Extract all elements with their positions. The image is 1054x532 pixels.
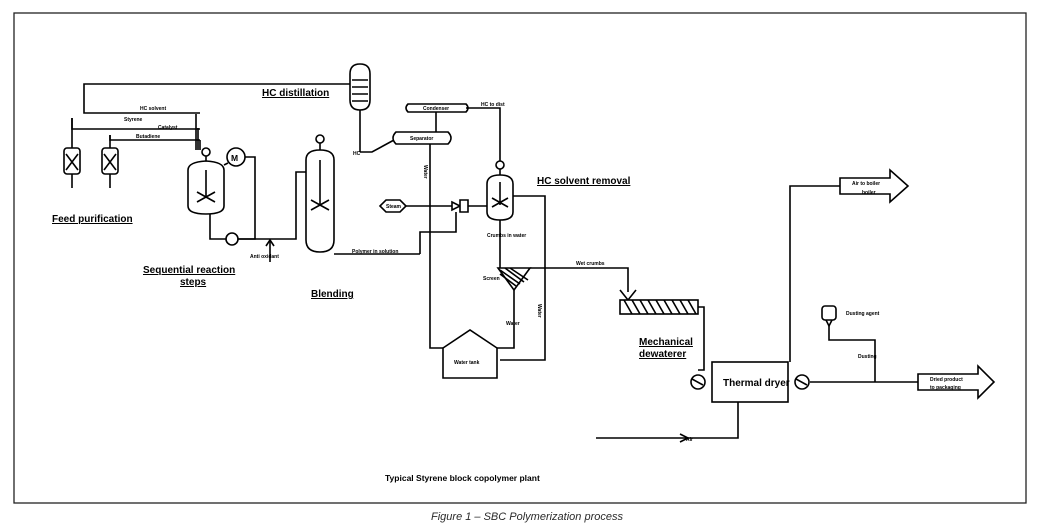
reactor-section: M Anti oxidant Sequential reaction steps: [143, 147, 306, 288]
label-dusting: Dusting: [858, 354, 877, 360]
thermal-dryer: [711, 361, 789, 403]
label-catalyst: Catalyst: [158, 125, 178, 131]
label-water-screen: Water: [506, 321, 520, 327]
label-condenser: Condenser: [423, 106, 449, 112]
label-hc-solvent: HC solvent: [140, 106, 166, 112]
hc-distillation-section: HC HC distillation Condenser HC to dist …: [262, 63, 505, 349]
label-to-packaging: to packaging: [930, 385, 961, 391]
label-hc: HC: [353, 151, 361, 157]
label-blending: Blending: [311, 289, 354, 300]
dusting-agent-hopper: [821, 305, 837, 321]
steam-mixer: [451, 200, 462, 212]
label-separator: Separator: [410, 136, 433, 142]
diagram-title: Typical Styrene block copolymer plant: [385, 473, 540, 483]
hc-solvent-removal-section: Steam HC solvent removal Crumbs in water…: [378, 160, 631, 361]
label-crumbs-in-water: Crumbs in water: [487, 233, 526, 239]
mechanical-dewaterer-section: Mechanical dewaterer: [619, 289, 705, 371]
label-water-tank: Water tank: [454, 360, 480, 366]
label-wet-crumbs: Wet crumbs: [576, 261, 605, 267]
label-dewaterer: dewaterer: [639, 349, 686, 360]
water-tank-section: Water tank: [442, 329, 498, 379]
label-sequential-reaction: Sequential reaction: [143, 265, 235, 276]
feed-purifier-2: [101, 135, 119, 188]
feed-purification-section: HC solvent Styrene Catalyst Butadiene Fe…: [52, 83, 360, 225]
label-styrene: Styrene: [124, 117, 143, 123]
label-water-right: Water: [536, 304, 542, 318]
label-thermal-dryer: Thermal dryer: [723, 378, 790, 389]
label-air: Air: [686, 437, 693, 443]
label-hc-solvent-removal: HC solvent removal: [537, 176, 631, 187]
feed-purifier-1: [63, 118, 81, 188]
label-steps: steps: [180, 277, 207, 288]
thermal-dryer-section: Thermal dryer Air to boiler boiler Air D…: [596, 168, 996, 443]
label-hc-to-dist: HC to dist: [481, 102, 505, 108]
label-dried-product: Dried product: [930, 377, 963, 383]
label-mechanical: Mechanical: [639, 337, 693, 348]
label-hc-distillation: HC distillation: [262, 88, 329, 99]
svg-text:M: M: [231, 153, 238, 163]
air-to-boiler-arrow: [839, 168, 910, 204]
label-feed-purification: Feed purification: [52, 214, 133, 225]
pump-icon: [225, 232, 239, 246]
condenser: [405, 103, 469, 113]
label-water-column: Water: [422, 165, 428, 179]
blending-section: Blending Polymer in solution: [305, 134, 420, 300]
figure-caption: Figure 1 – SBC Polymerization process: [431, 511, 623, 523]
label-air-to-boiler: Air to boiler: [852, 181, 880, 187]
separator: [392, 131, 452, 145]
label-boiler: boiler: [862, 190, 876, 196]
label-screen: Screen: [483, 276, 500, 282]
label-anti-oxidant: Anti oxidant: [250, 254, 279, 260]
dried-product-arrow: [917, 364, 996, 400]
label-polymer-in-solution: Polymer in solution: [352, 249, 398, 255]
water-tank: [442, 329, 498, 379]
label-butadiene: Butadiene: [136, 134, 160, 140]
diagram-frame: [13, 12, 1027, 504]
label-dusting-agent: Dusting agent: [846, 311, 880, 317]
label-steam: Steam: [386, 204, 402, 210]
